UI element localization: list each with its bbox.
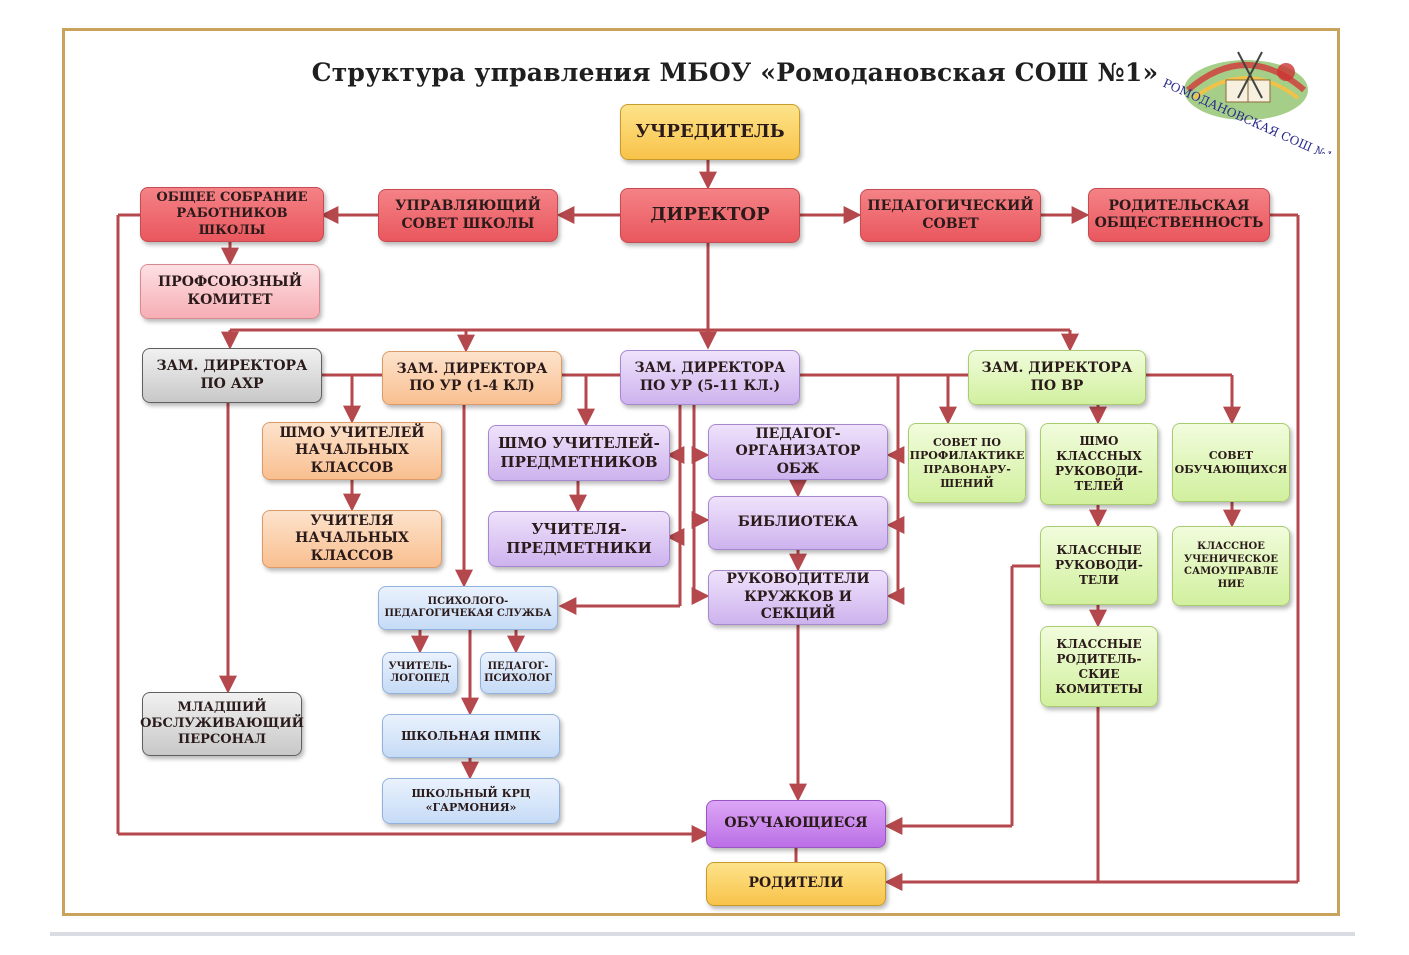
pedagogical-council-box: ПЕДАГОГИЧЕСКИЙ СОВЕТ	[860, 189, 1041, 242]
school-krc-box: ШКОЛЬНЫЙ КРЦ «ГАРМОНИЯ»	[382, 778, 560, 824]
class-self-government-box: КЛАССНОЕ УЧЕНИЧЕСКОЕ САМОУПРАВЛЕ НИЕ	[1172, 526, 1290, 606]
diagram-title: Структура управления МБОУ «Ромодановская…	[311, 58, 1159, 87]
speech-therapist-box: УЧИТЕЛЬ-ЛОГОПЕД	[382, 652, 458, 694]
parents-box: РОДИТЕЛИ	[706, 862, 886, 906]
general-meeting-box: ОБЩЕЕ СОБРАНИЕ РАБОТНИКОВ ШКОЛЫ	[140, 187, 324, 242]
founder-box: УЧРЕДИТЕЛЬ	[620, 104, 800, 160]
student-council-box: СОВЕТ ОБУЧАЮЩИХСЯ	[1172, 423, 1290, 502]
parent-community-box: РОДИТЕЛЬСКАЯ ОБЩЕСТВЕННОСТЬ	[1088, 188, 1270, 242]
class-parent-committees-box: КЛАССНЫЕ РОДИТЕЛЬ-СКИЕ КОМИТЕТЫ	[1040, 626, 1158, 707]
students-box: ОБУЧАЮЩИЕСЯ	[706, 800, 886, 848]
school-logo-icon: РОМОДАНОВСКАЯ СОШ №1	[1161, 51, 1333, 154]
library-box: БИБЛИОТЕКА	[708, 496, 888, 550]
managing-council-box: УПРАВЛЯЮЩИЙ СОВЕТ ШКОЛЫ	[378, 189, 558, 242]
psychologist-box: ПЕДАГОГ-ПСИХОЛОГ	[480, 652, 556, 694]
deputy-ur-5-11-box: ЗАМ. ДИРЕКТОРА ПО УР (5-11 КЛ.)	[620, 350, 800, 405]
trade-union-box: ПРОФСОЮЗНЫЙ КОМИТЕТ	[140, 264, 320, 319]
deputy-ahr-box: ЗАМ. ДИРЕКТОРА ПО АХР	[142, 348, 322, 403]
shmo-class-teachers-box: ШМО КЛАССНЫХ РУКОВОДИ-ТЕЛЕЙ	[1040, 423, 1158, 505]
shmo-primary-box: ШМО УЧИТЕЛЕЙ НАЧАЛЬНЫХ КЛАССОВ	[262, 422, 442, 480]
teachers-subject-box: УЧИТЕЛЯ-ПРЕДМЕТНИКИ	[488, 511, 670, 567]
director-box: ДИРЕКТОР	[620, 188, 800, 243]
teachers-primary-box: УЧИТЕЛЯ НАЧАЛЬНЫХ КЛАССОВ	[262, 510, 442, 568]
page-divider	[50, 932, 1355, 936]
club-leaders-box: РУКОВОДИТЕЛИ КРУЖКОВ И СЕКЦИЙ	[708, 570, 888, 625]
deputy-vr-box: ЗАМ. ДИРЕКТОРА ПО ВР	[968, 350, 1146, 405]
support-staff-box: МЛАДШИЙ ОБСЛУЖИВАЮЩИЙ ПЕРСОНАЛ	[140, 692, 304, 756]
prevention-council-box: СОВЕТ ПО ПРОФИЛАКТИКЕ ПРАВОНАРУ-ШЕНИЙ	[908, 423, 1026, 503]
psych-service-box: ПСИХОЛОГО-ПЕДАГОГИЧЕКАЯ СЛУЖБА	[378, 586, 558, 630]
organizer-obzh-box: ПЕДАГОГ-ОРГАНИЗАТОР ОБЖ	[708, 424, 888, 480]
deputy-ur-1-4-box: ЗАМ. ДИРЕКТОРА ПО УР (1-4 КЛ)	[382, 351, 562, 405]
diagram-frame	[62, 28, 1340, 916]
shmo-subject-box: ШМО УЧИТЕЛЕЙ-ПРЕДМЕТНИКОВ	[488, 425, 670, 481]
class-teachers-box: КЛАССНЫЕ РУКОВОДИ-ТЕЛИ	[1040, 526, 1158, 605]
school-pmpk-box: ШКОЛЬНАЯ ПМПК	[382, 714, 560, 758]
